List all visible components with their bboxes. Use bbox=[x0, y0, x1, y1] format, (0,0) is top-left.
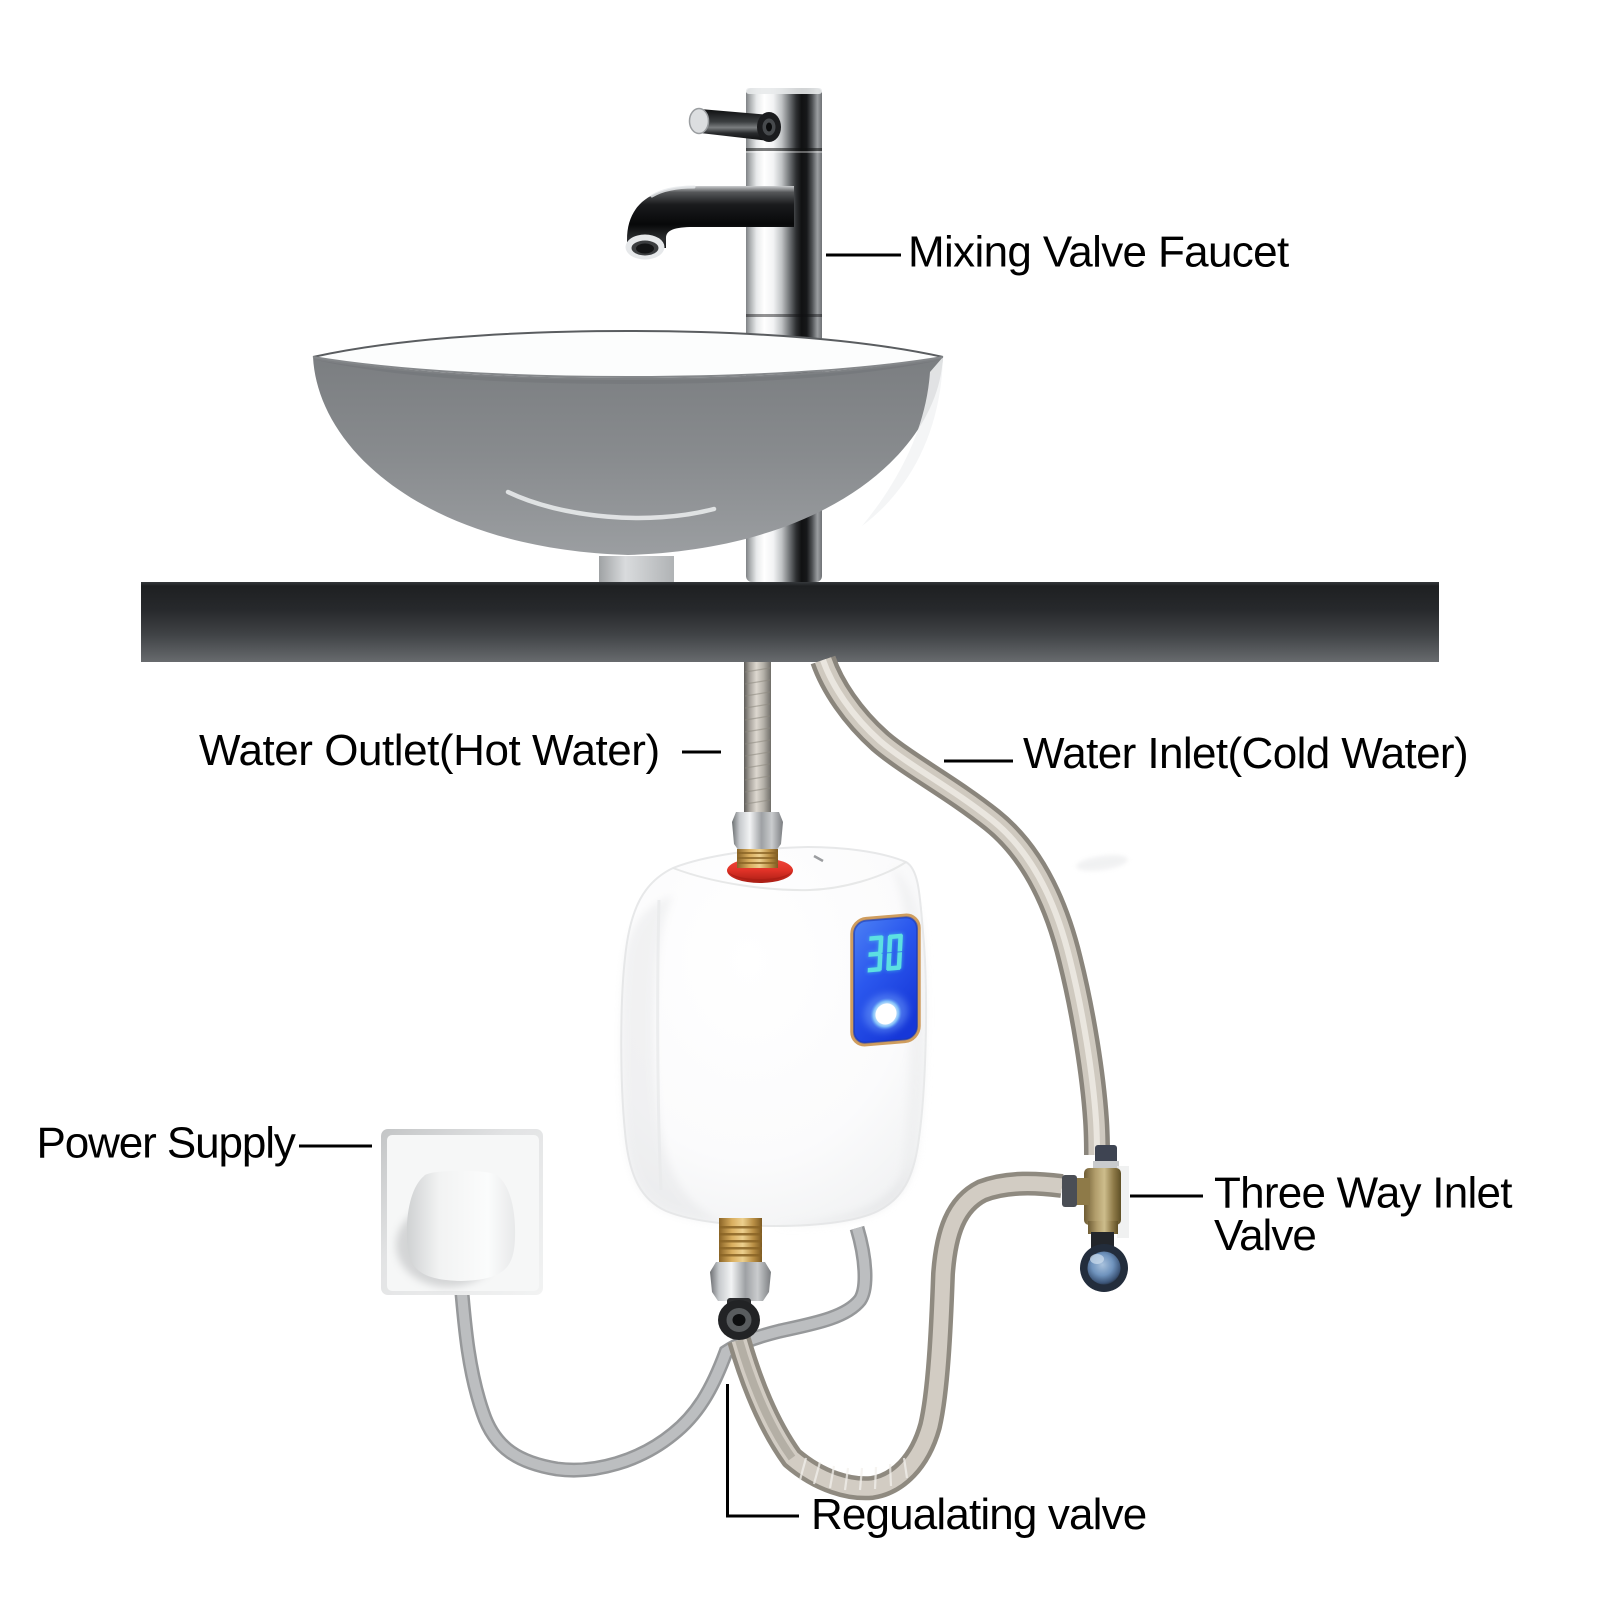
svg-text:Regualating valve: Regualating valve bbox=[811, 1490, 1146, 1539]
svg-text:Water Outlet(Hot Water): Water Outlet(Hot Water) bbox=[199, 726, 660, 775]
svg-text:Three Way Inlet: Three Way Inlet bbox=[1214, 1169, 1512, 1218]
svg-text:Valve: Valve bbox=[1214, 1211, 1316, 1260]
svg-text:Water Inlet(Cold Water): Water Inlet(Cold Water) bbox=[1023, 729, 1468, 778]
svg-text:Mixing Valve Faucet: Mixing Valve Faucet bbox=[908, 228, 1289, 277]
svg-text:Power Supply: Power Supply bbox=[37, 1119, 296, 1168]
